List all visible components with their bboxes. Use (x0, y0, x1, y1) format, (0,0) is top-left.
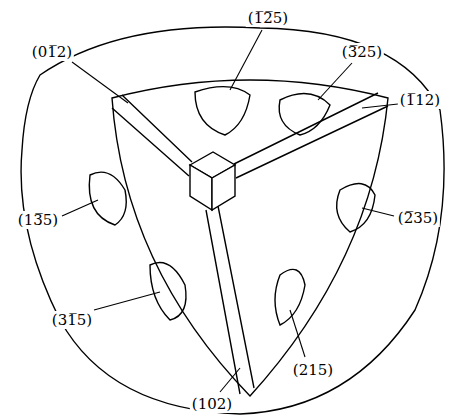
face-pocket (275, 269, 305, 325)
crystal-outline (112, 80, 388, 396)
miller-index-label: (13̅5) (16, 211, 60, 229)
ridge-band (234, 93, 388, 178)
face-pocket (150, 263, 186, 321)
face-pocket (279, 94, 330, 135)
miller-index-label: (01̅2) (30, 43, 74, 61)
miller-index-label: (1̅2̅5) (246, 9, 290, 27)
cube (190, 152, 235, 210)
ridge-band (206, 206, 254, 394)
miller-index-label: (3̅25) (340, 43, 384, 61)
face-pocket (195, 87, 250, 135)
outer-contour (21, 27, 444, 414)
face-pocket (89, 172, 126, 225)
leader-lines (62, 30, 398, 392)
miller-index-label: (31̅5) (50, 311, 94, 329)
miller-index-label: (102) (190, 395, 234, 413)
face-pocket (337, 184, 375, 232)
miller-index-label: (1̅12) (398, 91, 442, 109)
miller-index-label: (215) (291, 361, 335, 379)
miller-index-label: (2̅35) (396, 209, 440, 227)
ridge-band (112, 95, 192, 176)
